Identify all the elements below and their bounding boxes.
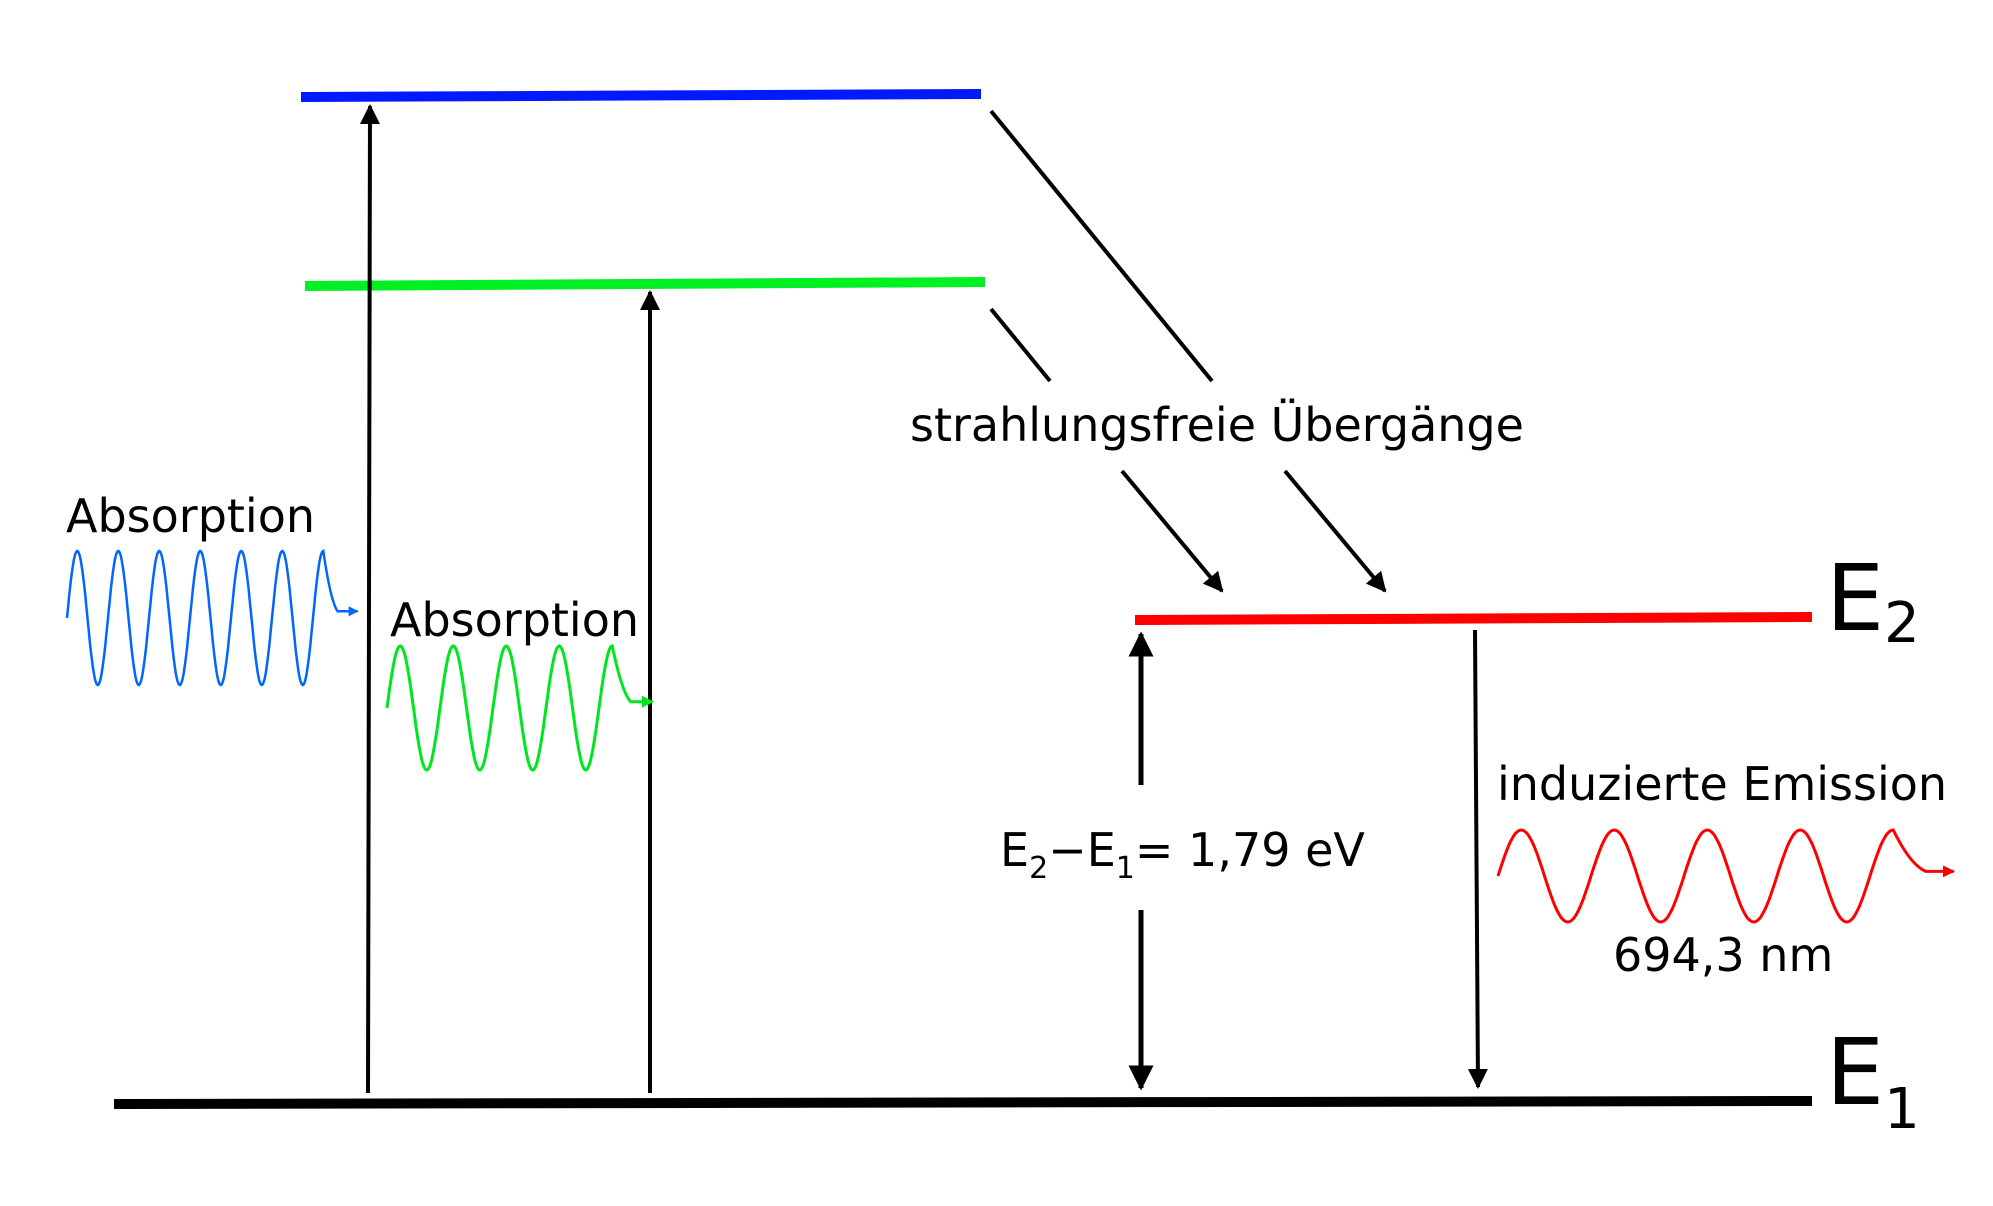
gap-minus: −: [1048, 823, 1087, 877]
level-symbol-e1: E1: [1826, 1019, 1920, 1142]
stimulated-emission-label: induzierte Emission: [1497, 757, 1947, 811]
photon-wave-green: [385, 644, 654, 772]
metastable-level-e2: [1134, 612, 1813, 625]
absorption-label-green: Absorption: [390, 593, 639, 647]
gap-e1: E: [1087, 823, 1116, 877]
gap-e2: E: [1000, 823, 1029, 877]
gap-e2-sub: 2: [1029, 851, 1048, 886]
absorption-arrow-blue: [359, 104, 380, 1094]
level-symbol-e2: E2: [1826, 545, 1920, 656]
e1-symbol: E: [1826, 1019, 1884, 1126]
photon-wave-red: [1496, 828, 1955, 924]
e1-subscript: 1: [1884, 1077, 1920, 1142]
e2-subscript: 2: [1884, 591, 1920, 656]
absorption-label-blue: Absorption: [66, 489, 315, 543]
nonradiative-label: strahlungsfreie Übergänge: [910, 398, 1524, 452]
nonradiative-line-blue-upper: [989, 109, 1214, 383]
nonradiative-arrow-blue: [1283, 469, 1387, 593]
energy-gap-formula: E2−E1= 1,79 eV: [1000, 823, 1365, 886]
gap-value: = 1,79 eV: [1135, 823, 1366, 877]
photon-wave-blue: [65, 549, 359, 687]
wavelength-label: 694,3 nm: [1613, 928, 1833, 982]
e2-symbol: E: [1826, 545, 1884, 652]
nonradiative-arrow-green: [1120, 469, 1224, 593]
emission-arrow: [1467, 629, 1488, 1089]
pump-level-blue: [300, 89, 982, 102]
ground-level-e1: [113, 1096, 1813, 1109]
pump-level-green: [304, 277, 986, 291]
nonradiative-line-green-upper: [989, 307, 1052, 383]
gap-e1-sub: 1: [1116, 851, 1135, 886]
